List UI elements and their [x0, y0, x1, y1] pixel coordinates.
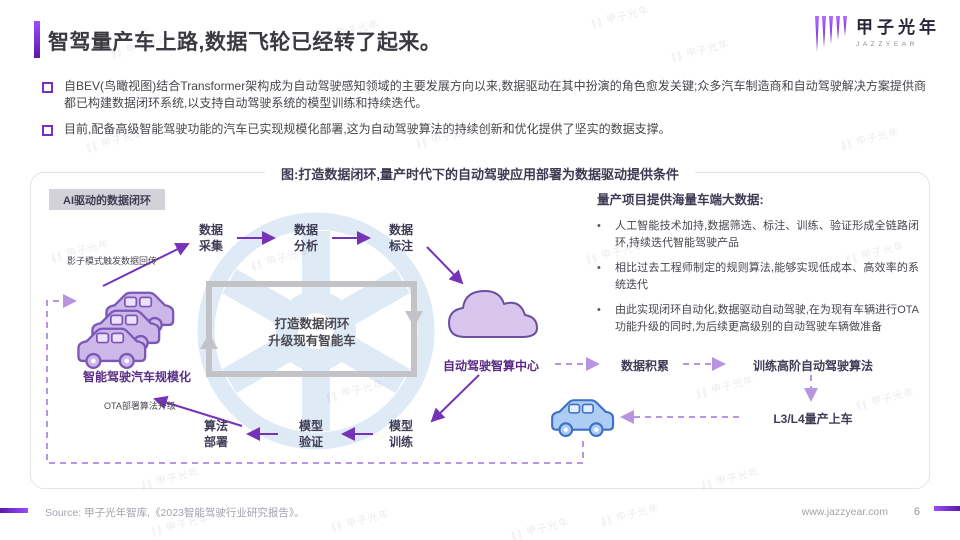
page-title: 智驾量产车上路,数据飞轮已经转了起来。: [48, 31, 442, 54]
panel-title: 量产项目提供海量车端大数据:: [597, 193, 764, 207]
panel-bullet-2-text: 相比过去工程师制定的规则算法,能够实现低成本、高效率的系统迭代: [615, 262, 919, 291]
node-algo-deploy: 算法部署: [203, 419, 228, 449]
cycle-label-line1: 打造数据闭环: [274, 317, 350, 331]
intro-bullets: 自BEV(鸟瞰视图)结合Transformer架构成为自动驾驶感知领域的主要发展…: [42, 78, 926, 147]
bullet-square-icon: [42, 125, 53, 137]
production-car-icon: [552, 400, 614, 436]
footer-right-accent: [934, 506, 960, 511]
fleet-label: 智能驾驶汽车规模化: [82, 370, 191, 384]
panel-bullet-3: • 由此实现闭环自动化,数据驱动自动驾驶,在为现有车辆进行OTA功能升级的同时,…: [597, 302, 919, 335]
ota-upgrade-label: OTA部署算法升级: [104, 401, 176, 411]
dot-icon: •: [597, 304, 601, 316]
source-note: Source: 甲子光年智库,《2023智能驾驶行业研究报告》。: [45, 507, 305, 519]
page-number: 6: [913, 506, 920, 518]
data-accumulate-label: 数据积累: [620, 359, 669, 373]
cycle-label: 打造数据闭环 升级现有智能车: [232, 316, 392, 350]
node-data-collect: 数据采集: [198, 223, 223, 253]
mass-production-panel: 量产项目提供海量车端大数据: • 人工智能技术加持,数据筛选、标注、训练、验证形…: [597, 189, 919, 344]
node-model-validate: 模型验证: [298, 419, 323, 449]
intro-bullet-1-text: 自BEV(鸟瞰视图)结合Transformer架构成为自动驾驶感知领域的主要发展…: [64, 79, 926, 111]
dot-icon: •: [597, 262, 601, 274]
ai-loop-tag: AI驱动的数据闭环: [49, 189, 165, 210]
train-advanced-label: 训练高阶自动驾驶算法: [752, 359, 873, 373]
intro-bullet-2-text: 目前,配备高级智能驾驶功能的汽车已实现规模化部署,这为自动驾驶算法的持续创新和优…: [64, 122, 671, 137]
website-url: www.jazzyear.com: [801, 506, 888, 518]
bullet-square-icon: [42, 82, 53, 93]
watermark: ∥∥ 甲子光年: [330, 508, 391, 535]
cycle-label-line2: 升级现有智能车: [268, 334, 356, 348]
shadow-mode-label: 影子模式触发数据回传: [67, 256, 158, 266]
car-fleet-icon: [78, 292, 174, 368]
logo-bars-icon: [815, 16, 847, 52]
watermark: ∥∥ 甲子光年: [510, 516, 571, 540]
figure-card: 图:打造数据闭环,量产时代下的自动驾驶应用部署为数据驱动提供条件: [30, 164, 930, 489]
node-data-analyze: 数据分析: [293, 223, 318, 253]
dot-icon: •: [597, 220, 601, 232]
intro-bullet-1: 自BEV(鸟瞰视图)结合Transformer架构成为自动驾驶感知领域的主要发展…: [42, 78, 926, 112]
logo-name: 甲子光年: [856, 18, 940, 37]
cycle-rectangle: [200, 281, 423, 377]
l3l4-label: L3/L4量产上车: [773, 412, 853, 426]
title-accent-bar: [34, 21, 40, 58]
company-logo: 甲子光年 JAZZYEAR: [815, 13, 940, 52]
panel-bullet-1-text: 人工智能技术加持,数据筛选、标注、训练、验证形成全链路闭环,持续迭代智能驾驶产品: [615, 220, 919, 249]
panel-bullet-3-text: 由此实现闭环自动化,数据驱动自动驾驶,在为现有车辆进行OTA功能升级的同时,为后…: [615, 304, 919, 333]
figure-title: 图:打造数据闭环,量产时代下的自动驾驶应用部署为数据驱动提供条件: [265, 164, 695, 183]
panel-bullet-2: • 相比过去工程师制定的规则算法,能够实现低成本、高效率的系统迭代: [597, 260, 919, 293]
intro-bullet-2: 目前,配备高级智能驾驶功能的汽车已实现规模化部署,这为自动驾驶算法的持续创新和优…: [42, 121, 926, 138]
footer-left-accent: [0, 508, 28, 513]
dashed-flow-arrows: [46, 294, 818, 464]
cloud-icon: [448, 290, 538, 338]
node-data-annotate: 数据标注: [388, 223, 413, 253]
data-loop-diagram-graphics: [46, 212, 818, 464]
watermark: ∥∥ 甲子光年: [600, 502, 661, 529]
solid-flow-arrows: [102, 231, 480, 441]
logo-subtitle: JAZZYEAR: [856, 41, 919, 48]
cloud-center-label: 自动驾驶智算中心: [442, 359, 539, 373]
panel-bullet-1: • 人工智能技术加持,数据筛选、标注、训练、验证形成全链路闭环,持续迭代智能驾驶…: [597, 218, 919, 251]
watermark: ∥∥ 甲子光年: [670, 38, 731, 65]
node-model-train: 模型训练: [388, 419, 413, 449]
watermark: ∥∥ 甲子光年: [590, 4, 651, 31]
